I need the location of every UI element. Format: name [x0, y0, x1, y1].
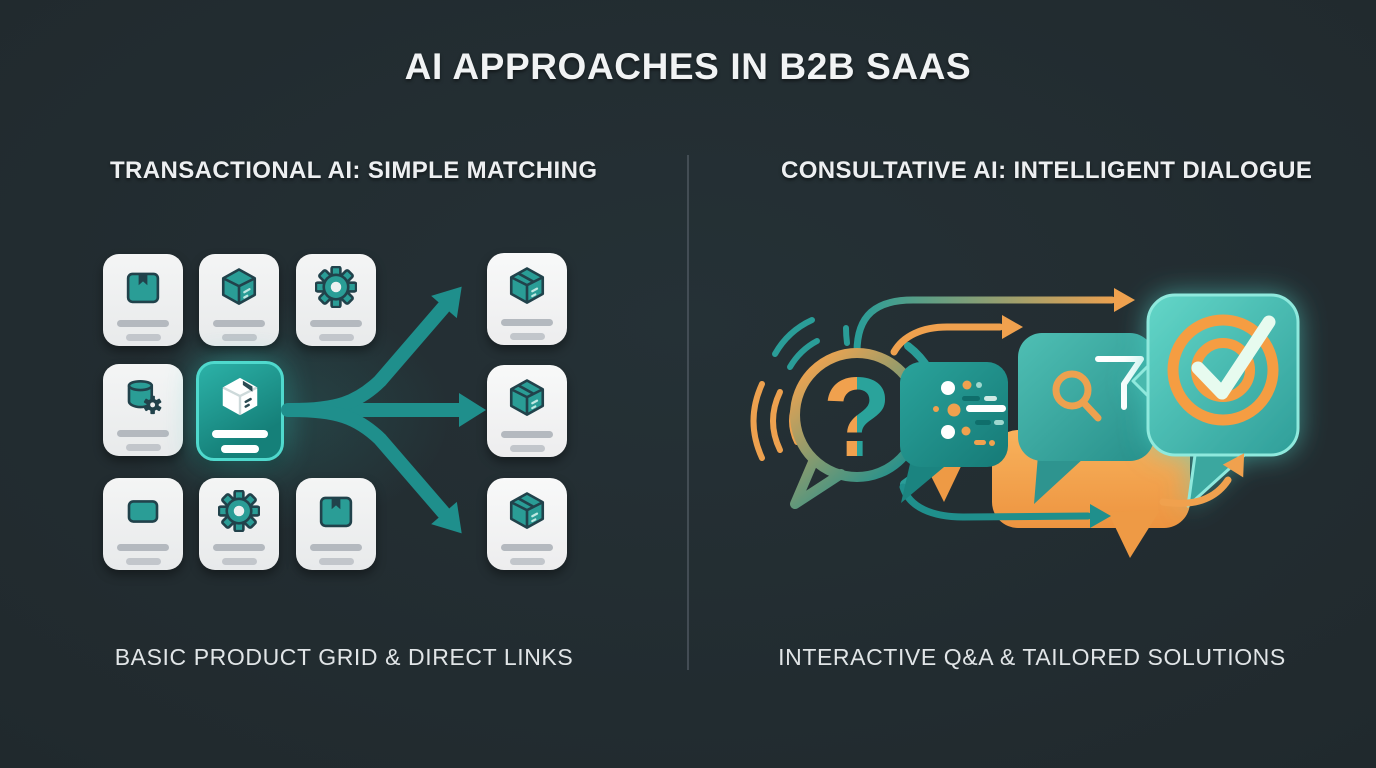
product-card-selected	[196, 361, 284, 461]
product-card-package	[103, 254, 183, 346]
filter-funnel-icon	[1095, 356, 1144, 410]
package-icon	[315, 490, 357, 532]
package-icon	[122, 266, 164, 308]
cube-3d-icon	[218, 266, 260, 308]
text-bar	[501, 544, 553, 551]
product-card-database	[103, 364, 183, 456]
text-bar	[509, 445, 545, 452]
text-bar	[310, 544, 362, 551]
text-bar	[509, 558, 545, 565]
product-card-gear	[296, 254, 376, 346]
text-bar	[318, 334, 354, 341]
text-bar	[117, 544, 169, 551]
flow-arrow-top-long	[853, 288, 1135, 356]
result-card-2	[487, 365, 567, 457]
text-bar	[117, 430, 169, 437]
card-panel-icon	[122, 490, 164, 532]
text-bar	[221, 558, 257, 565]
chat-list-bubble	[900, 362, 1008, 503]
page-title: AI APPROACHES IN B2B SAAS	[404, 46, 972, 87]
chat-list-content	[933, 380, 1006, 446]
result-card-1	[487, 253, 567, 345]
text-bar	[221, 334, 257, 341]
box-3d-icon	[506, 377, 548, 419]
right-panel-heading: CONSULTATIVE AI: INTELLIGENT DIALOGUE	[781, 157, 1313, 184]
text-bar	[125, 558, 161, 565]
right-panel-caption: INTERACTIVE Q&A & TAILORED SOLUTIONS	[778, 644, 1286, 670]
product-card-cube	[199, 254, 279, 346]
text-bar	[213, 320, 265, 327]
target-icon	[1167, 314, 1279, 426]
product-card-panel	[103, 478, 183, 570]
magnifier-icon	[1052, 370, 1102, 422]
search-filter-bubble	[1018, 333, 1154, 504]
box-3d-icon	[506, 265, 548, 307]
consultative-illustration: ?	[750, 288, 1300, 558]
product-card-package2	[296, 478, 376, 570]
question-speech-bubble: ?	[790, 348, 924, 509]
box-3d-icon	[217, 374, 263, 420]
text-bar	[117, 320, 169, 327]
text-bar	[501, 319, 553, 326]
flow-arrow-bottom-teal	[899, 483, 1111, 528]
text-bar	[212, 430, 268, 438]
text-bar	[310, 320, 362, 327]
text-bar	[125, 334, 161, 341]
sound-wave-arcs-icon	[750, 317, 850, 461]
text-bar	[318, 558, 354, 565]
flow-arrow-top-short	[890, 315, 1023, 356]
panel-divider	[687, 155, 689, 670]
echo-arc-icon	[900, 342, 944, 488]
result-card-3	[487, 478, 567, 570]
text-bar	[221, 445, 259, 453]
gear-icon	[315, 266, 357, 308]
box-3d-icon	[506, 490, 548, 532]
text-bar	[213, 544, 265, 551]
database-gear-icon	[122, 376, 164, 418]
left-panel-heading: TRANSACTIONAL AI: SIMPLE MATCHING	[110, 157, 598, 184]
question-mark-glyph: ?	[822, 354, 891, 480]
flow-arrow-bottom-orange	[1159, 453, 1245, 507]
product-card-gear2	[199, 478, 279, 570]
text-bar	[509, 333, 545, 340]
text-bar	[501, 431, 553, 438]
text-bar	[125, 444, 161, 451]
target-check-bubble	[1131, 293, 1300, 508]
orange-speech-bubble	[922, 430, 1190, 558]
check-icon	[1191, 315, 1276, 400]
left-panel-caption: BASIC PRODUCT GRID & DIRECT LINKS	[114, 644, 574, 670]
gear-icon	[218, 490, 260, 532]
